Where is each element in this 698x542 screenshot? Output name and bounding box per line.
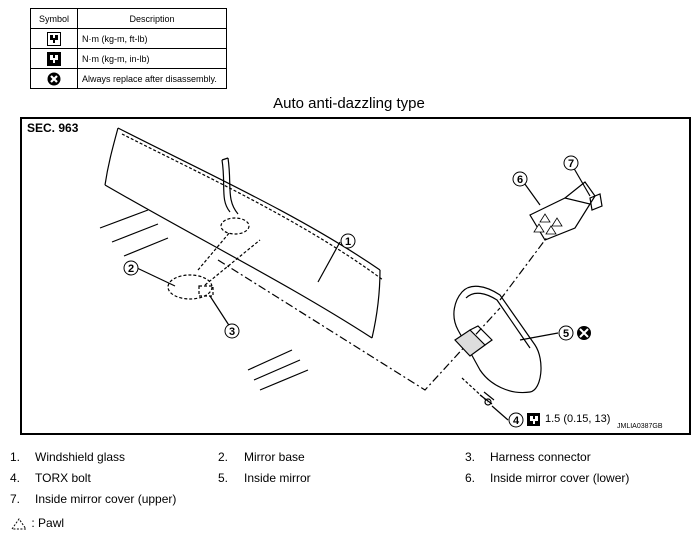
callout-6: 6 bbox=[512, 171, 528, 187]
pawl-legend: : Pawl bbox=[10, 516, 64, 531]
callout-1: 1 bbox=[340, 233, 356, 249]
torque-value: 1.5 (0.15, 13) bbox=[545, 413, 611, 425]
svg-text:5: 5 bbox=[563, 328, 569, 340]
section-label: SEC. 963 bbox=[27, 121, 79, 135]
replace-x-icon bbox=[577, 326, 591, 340]
part-name: Inside mirror cover (upper) bbox=[35, 492, 177, 506]
part-num: 1. bbox=[10, 450, 21, 464]
part-num: 3. bbox=[465, 450, 476, 464]
pawl-label: : Pawl bbox=[31, 516, 65, 530]
part-num: 2. bbox=[218, 450, 229, 464]
part-name: Inside mirror cover (lower) bbox=[490, 471, 630, 485]
svg-text:6: 6 bbox=[517, 174, 523, 186]
part-name: Inside mirror bbox=[244, 471, 311, 485]
part-name: Windshield glass bbox=[35, 450, 126, 464]
torque-wrench-inlb-icon bbox=[527, 413, 540, 426]
part-name: Mirror base bbox=[244, 450, 305, 464]
callout-2: 2 bbox=[123, 260, 139, 276]
pawl-triangle-icon bbox=[11, 517, 27, 530]
torque-wrench-ftlb-icon bbox=[47, 31, 61, 46]
part-num: 7. bbox=[10, 492, 21, 506]
diagram-title: Auto anti-dazzling type bbox=[273, 95, 425, 112]
part-name: TORX bolt bbox=[35, 471, 91, 485]
svg-text:2: 2 bbox=[128, 263, 134, 275]
part-num: 5. bbox=[218, 471, 229, 485]
callout-5: 5 bbox=[558, 325, 574, 341]
diagram-frame bbox=[20, 117, 691, 435]
part-num: 4. bbox=[10, 471, 21, 485]
callout-7: 7 bbox=[563, 155, 579, 171]
svg-text:3: 3 bbox=[229, 326, 235, 338]
inside-mirror bbox=[453, 285, 542, 394]
windshield-glass bbox=[117, 127, 381, 271]
parts-list: 1. Windshield glass 2. Mirror base 3. Ha… bbox=[0, 450, 698, 510]
callout-4: 4 bbox=[508, 412, 524, 428]
callout-3: 3 bbox=[224, 323, 240, 339]
legend-row-replace: Always replace after disassembly. bbox=[77, 68, 227, 89]
svg-text:4: 4 bbox=[513, 415, 520, 427]
symbol-legend-table: Symbol Description N·m (kg-m, ft-lb) N·m… bbox=[30, 8, 227, 89]
torque-wrench-inlb-icon bbox=[47, 51, 61, 66]
figure-code: JMLIA0387GB bbox=[617, 423, 663, 430]
svg-text:1: 1 bbox=[345, 236, 351, 248]
svg-text:7: 7 bbox=[568, 158, 574, 170]
part-name: Harness connector bbox=[490, 450, 591, 464]
replace-x-icon bbox=[47, 72, 61, 85]
part-num: 6. bbox=[465, 471, 476, 485]
